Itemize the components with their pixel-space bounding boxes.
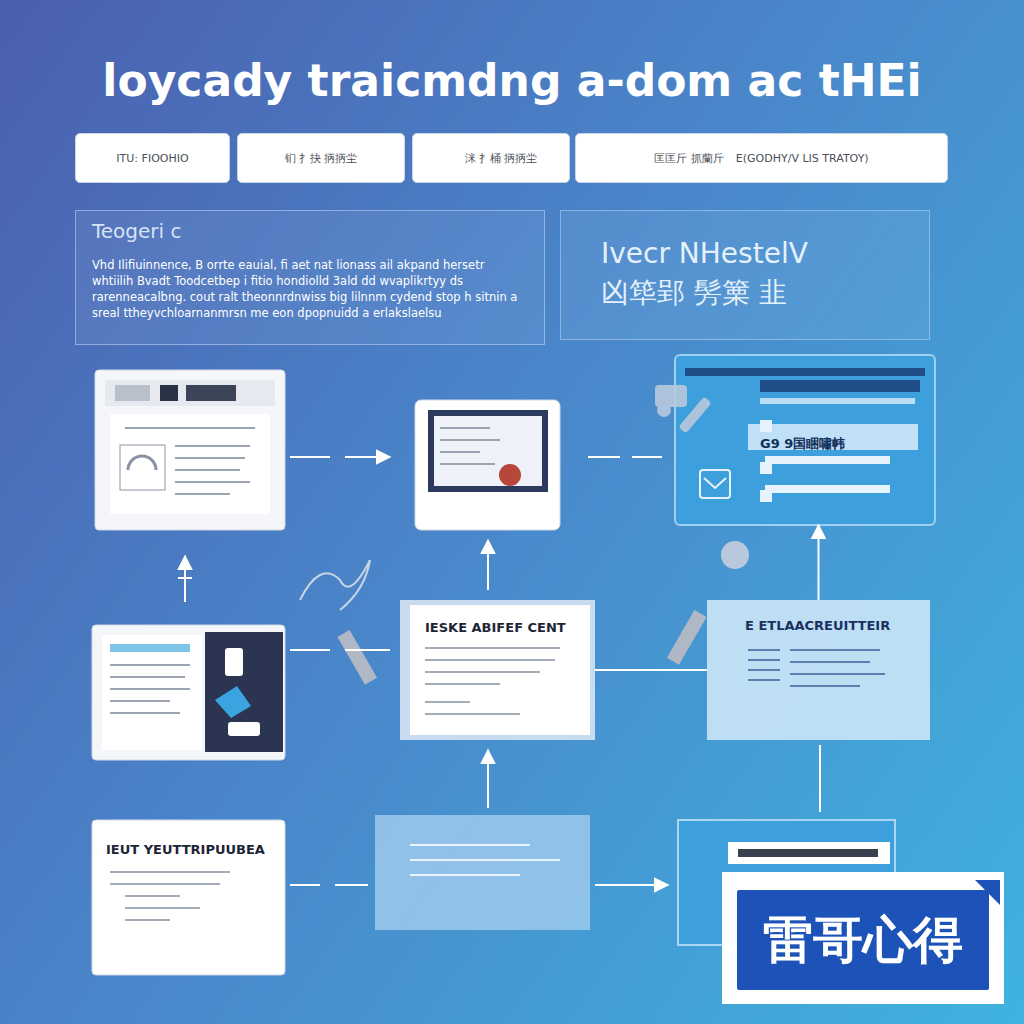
screen-card (92, 625, 285, 760)
text-body: 凶筚郢 髣篥 韭 (601, 274, 909, 312)
document-box: E ETLAACREUITTEIR (707, 600, 930, 740)
magnifier-icon (655, 385, 712, 434)
diagram-title: loycady traicmdng a-dom ac tHEi (12, 55, 1012, 106)
text-heading: ITU: FIOOHIO (116, 152, 188, 165)
tab: 洣 扌桶 抦抦坣 (412, 133, 570, 183)
text-heading: 钔 扌抉 抦抦坣 (285, 151, 358, 166)
flow-arrow (178, 457, 820, 885)
text-body: Vhd Ilifiuinnence, B orrte eauial, fi ae… (92, 257, 528, 321)
text-panel: Ivecr NHestelV 凶筚郢 髣篥 韭 (560, 210, 930, 340)
browser-box: G9 9国睏嘯帏 (675, 355, 935, 525)
tab: 钔 扌抉 抦抦坣 (237, 133, 405, 183)
watermark: 雷哥心得 (737, 890, 989, 990)
document-card (92, 820, 285, 975)
box-heading: IEUT YEUTTRIPUUBEA (92, 820, 285, 857)
document-card (400, 600, 595, 740)
text-heading: Ivecr NHestelV (601, 237, 909, 270)
tablet-card (415, 400, 560, 530)
document-card (707, 600, 930, 740)
text-heading: Teogeri c (92, 219, 528, 243)
text-heading: 匡匡斤 抓蘭斤 (654, 151, 724, 166)
watermark-frame (722, 872, 1004, 1004)
tab: ITU: FIOOHIO (75, 133, 230, 183)
screen-card (95, 370, 285, 530)
pencil-icon (300, 541, 749, 685)
text-heading: 洣 扌桶 抦抦坣 (465, 151, 538, 166)
box-heading: G9 9国睏嘯帏 (675, 355, 935, 453)
text-panel: Teogeri c Vhd Ilifiuinnence, B orrte eaui… (75, 210, 545, 345)
screen-card (375, 815, 590, 930)
browser-card (675, 355, 935, 525)
box-heading: IESKE ABIFEF CENT (400, 600, 595, 635)
document-box: IEUT YEUTTRIPUUBEA (92, 820, 285, 975)
text-body: E(GODHY/V LIS TRATOY) (736, 152, 869, 165)
flow-connector (595, 669, 707, 671)
flow-connector (818, 525, 820, 600)
tab: 匡匡斤 抓蘭斤 E(GODHY/V LIS TRATOY) (575, 133, 948, 183)
document-box: IESKE ABIFEF CENT (400, 600, 595, 740)
box-heading: E ETLAACREUITTEIR (707, 600, 930, 633)
